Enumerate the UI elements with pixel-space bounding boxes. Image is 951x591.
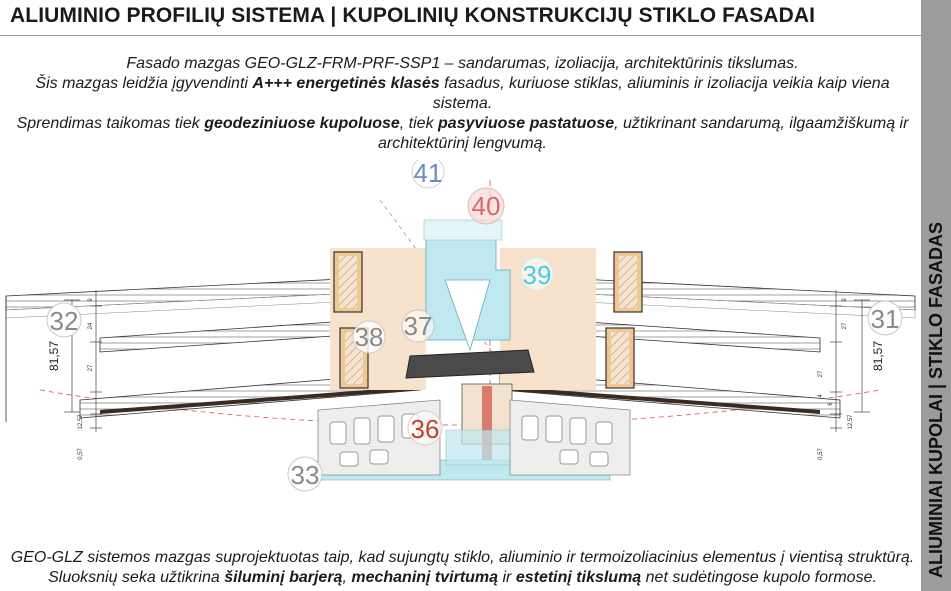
- callout-31: 31: [867, 300, 903, 336]
- dim-left-total: 81,57: [47, 341, 61, 371]
- page-title: ALIUMINIO PROFILIŲ SISTEMA | KUPOLINIŲ K…: [10, 4, 816, 27]
- dim-left-9: 9: [88, 298, 94, 302]
- callout-36: 36: [407, 410, 443, 446]
- callout-41: 41: [411, 160, 445, 189]
- callout-32: 32: [46, 302, 82, 338]
- outro-part-a: GEO-GLZ sistemos mazgas suprojektuotas t…: [10, 549, 915, 586]
- center-cap-gasket: [405, 349, 535, 379]
- outro-emphasis-aesthetic: estetinį tikslumą: [515, 569, 642, 586]
- intro-emphasis-passive: pasyviuose pastatuose: [438, 115, 615, 132]
- intro-line-3-e: , užtikrinant sandarumą, ilgaamžiškumą i…: [378, 115, 909, 152]
- intro-line-3-c: , tiek: [399, 115, 439, 132]
- dim-right-9: 9: [842, 298, 848, 302]
- page-header: ALIUMINIO PROFILIŲ SISTEMA | KUPOLINIŲ K…: [0, 0, 921, 34]
- dim-right-total: 81,57: [871, 341, 885, 371]
- side-label: ALIUMINIAI KUPOLAI | STIKLO FASADAS: [926, 221, 946, 578]
- svg-text:39: 39: [523, 260, 552, 290]
- intro-emphasis-geodesic: geodeziniuose kupoluose: [204, 115, 400, 132]
- intro-line-2-c: fasadus, kuriuose stiklas, aliuminis ir …: [432, 75, 890, 112]
- side-band: [921, 0, 951, 591]
- outro-emphasis-thermal: šiluminį barjerą: [224, 569, 343, 586]
- dim-right-1257: 12,57: [848, 414, 854, 430]
- outro-part-e: ir: [498, 569, 516, 586]
- dim-left-1257: 12,57: [78, 414, 84, 430]
- right-frame-chambers: [509, 399, 631, 476]
- center-screw: [482, 386, 492, 468]
- outro-emphasis-mechanical: mechaninį tvirtumą: [351, 569, 499, 586]
- dim-left-27: 27: [88, 364, 94, 371]
- intro-line-2-a: Šis mazgas leidžia įgyvendinti: [35, 75, 253, 92]
- dim-right-4: 4: [818, 394, 824, 398]
- outro-part-c: ,: [342, 569, 352, 586]
- outro-paragraph: GEO-GLZ sistemos mazgas suprojektuotas t…: [10, 548, 915, 588]
- callout-37: 37: [401, 309, 435, 343]
- dim-right-27: 27: [842, 322, 848, 329]
- right-dimension-chain: [830, 290, 870, 432]
- svg-text:38: 38: [355, 322, 384, 352]
- svg-text:37: 37: [404, 311, 433, 341]
- svg-text:41: 41: [414, 160, 443, 188]
- dim-right-6: 6: [828, 402, 834, 406]
- right-glazing-unit: [499, 248, 916, 419]
- svg-text:31: 31: [871, 304, 900, 334]
- title-divider: [0, 35, 921, 36]
- intro-line-2: Šis mazgas leidžia įgyvendinti A+++ ener…: [10, 74, 915, 114]
- callout-38: 38: [352, 320, 386, 354]
- intro-emphasis-energy-class: A+++ energetinės klasės: [252, 75, 440, 92]
- left-frame-chambers: [317, 399, 441, 476]
- left-glazing-unit: [5, 248, 426, 422]
- facade-node-drawing: 81,57 81,57 9 24 27 12,57 0,57 9 27 27 4…: [5, 160, 916, 492]
- dim-right-27b: 27: [818, 370, 824, 377]
- svg-text:32: 32: [50, 306, 79, 336]
- intro-line-3: Sprendimas taikomas tiek geodeziniuose k…: [10, 114, 915, 154]
- outro-part-g: net sudėtingose kupolo formose.: [641, 569, 877, 586]
- outro-text: GEO-GLZ sistemos mazgas suprojektuotas t…: [10, 548, 915, 588]
- callout-33: 33: [287, 456, 323, 492]
- dim-left-24: 24: [88, 322, 94, 329]
- intro-line-1: Fasado mazgas GEO-GLZ-FRM-PRF-SSP1 – san…: [126, 55, 799, 72]
- intro-text: Fasado mazgas GEO-GLZ-FRM-PRF-SSP1 – san…: [10, 54, 915, 154]
- callout-39: 39: [520, 257, 554, 291]
- svg-text:40: 40: [472, 191, 501, 221]
- svg-text:33: 33: [291, 460, 320, 490]
- svg-text:36: 36: [411, 414, 440, 444]
- dim-left-057: 0,57: [78, 448, 84, 460]
- dim-right-057: 0,57: [818, 448, 824, 460]
- intro-line-3-a: Sprendimas taikomas tiek: [16, 115, 205, 132]
- callout-40: 40: [467, 187, 505, 225]
